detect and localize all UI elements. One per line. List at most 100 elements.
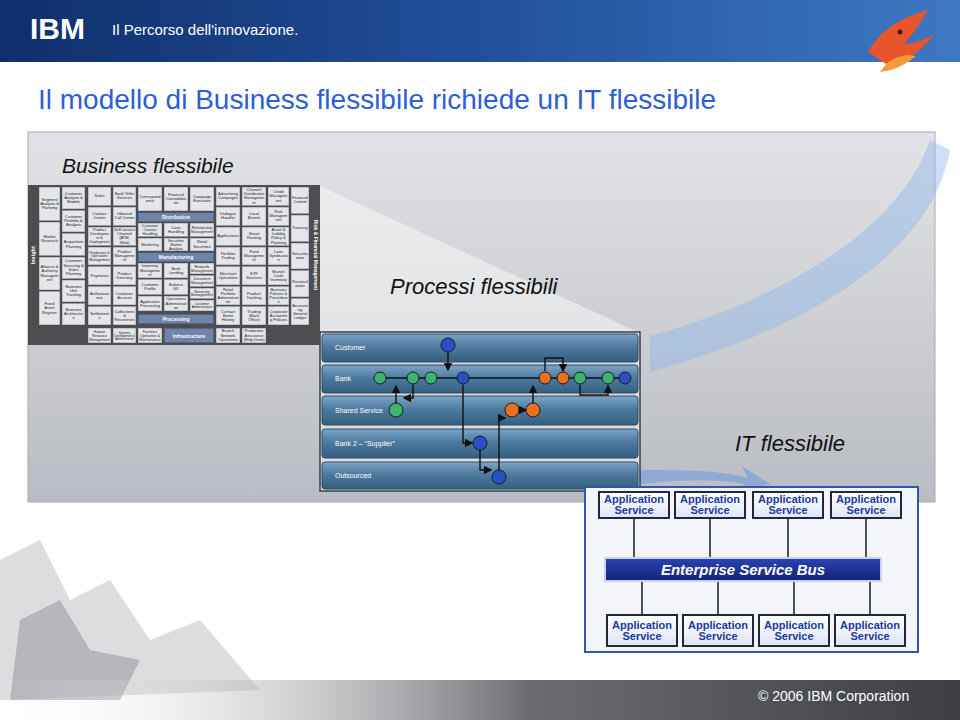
application-service: Application Service [606, 614, 678, 647]
business-component: Trading (Back Office) [242, 307, 266, 325]
node-text: Portfolio Trading [217, 252, 239, 260]
ibm-logo: IBM [30, 12, 85, 46]
swimlane-frame [320, 332, 640, 491]
node-text: Settlements [89, 312, 110, 320]
node-text: Rewards Management [191, 265, 213, 273]
node-text: Customer Account [114, 292, 135, 300]
business-component: Payments [88, 267, 111, 285]
node-text: Inventory Management [139, 264, 161, 277]
business-component: Portfolio Trading [216, 247, 240, 265]
node-text: Fixed Asset Register [40, 302, 59, 315]
business-component-map: InsightRisk & Financial ManagementSegmen… [28, 185, 320, 345]
header-bar [0, 0, 960, 62]
business-component: Production & Operations Management [88, 247, 111, 265]
application-service: Application Service [752, 491, 824, 519]
node-text: Corporate Accounting Policies [269, 309, 288, 322]
bus-connector [787, 519, 789, 557]
background-silhouette [0, 540, 260, 700]
bird-logo-part [868, 10, 934, 64]
section-label: Processi flessibili [390, 274, 558, 300]
process-arrows-part [447, 352, 448, 370]
business-component: Segment Analysis & Planning [39, 187, 60, 220]
content-panel [28, 132, 935, 502]
process-steps-part [473, 436, 487, 450]
business-component: Retail Portfolio Administration [216, 287, 240, 305]
node-text: Fund Management [243, 250, 265, 263]
process-steps-part [389, 403, 403, 417]
business-component: Servicing Management [190, 288, 214, 299]
node-text: Infrastructure [173, 333, 206, 339]
business-component: Product Management [113, 247, 136, 265]
node-text: Production & Operations Management [89, 250, 110, 261]
business-component-grid: InsightRisk & Financial ManagementSegmen… [28, 185, 320, 345]
business-component: Customer Contact Handling [138, 223, 162, 236]
node-text: Facilities Operation & Maintenance [139, 330, 161, 342]
node-text: Business Policies & Procedures [269, 287, 288, 304]
business-component: Retail Securities [190, 238, 214, 251]
business-component: Branch Network Operations [216, 328, 240, 343]
node-text: Correspondence [139, 195, 161, 203]
business-component: Customer Administration [190, 300, 214, 311]
it-frame [585, 487, 918, 652]
node-text: Product Directory [114, 272, 135, 280]
business-component: Self-service Channel (ATM, Web) [113, 227, 136, 245]
process-steps-part [505, 403, 519, 417]
node-text: Payments [91, 274, 109, 278]
node-text: Campaign Execution [191, 195, 213, 203]
background-silhouette-part [0, 540, 260, 700]
node-text: Contact Center [89, 212, 110, 220]
business-component: Business Unit Tracking [62, 280, 85, 302]
node-text: Application Processing [139, 299, 161, 307]
node-text: Customer Servicing & Sales Planning [63, 259, 84, 276]
process-arrows-part [404, 385, 413, 398]
swimlane-bands [322, 334, 638, 489]
node-text: Production Assurance (Help Desk) [243, 329, 265, 342]
business-component: Settlements [88, 307, 111, 325]
node-text: Advertising Campaigns [217, 192, 239, 200]
swimlane-bands-part [322, 396, 638, 425]
node-text: Customer Contact Handling [139, 224, 161, 236]
node-text: Bank 2 – “Supplier” [335, 440, 395, 448]
business-component: Product Tracking [242, 287, 266, 305]
node-text: Acquisition Planning [63, 240, 84, 248]
application-service: Application Service [674, 491, 746, 519]
node-text: ETF Services [243, 272, 265, 280]
business-component: Rewards Management [190, 263, 214, 274]
node-text: Application Service [839, 620, 901, 642]
process-steps-part [557, 372, 569, 384]
node-text: Authorizations [89, 292, 110, 300]
business-component: Product Directory [113, 267, 136, 285]
node-text: Human Resource Management [89, 330, 110, 341]
business-component: Accounting General Ledger [291, 299, 309, 325]
swimlane: Shared Service [322, 396, 638, 425]
node-text: Bank Lending [165, 266, 187, 274]
business-component: Fixed Asset Register [39, 292, 60, 325]
swimlane: Customer [322, 334, 638, 362]
business-component: Risk Management [268, 207, 289, 225]
node-text: Product Tracking [243, 292, 265, 300]
business-component: Relationship Management [190, 223, 214, 236]
business-component: Inventory Management [138, 263, 162, 278]
business-component: Inbound Call Center [113, 207, 136, 225]
flow-arrow [650, 140, 950, 372]
process-steps-part [457, 372, 469, 384]
bus-connector [709, 519, 711, 557]
bird-logo-part [898, 30, 903, 35]
business-component: Merchant Operations [216, 267, 240, 285]
business-component: Credit Management [268, 187, 289, 205]
slide-title: Il modello di Business flessibile richie… [38, 84, 716, 116]
process-arrows-part [480, 450, 491, 470]
node-text: Case Handling [165, 225, 187, 233]
node-text: Application Service [611, 620, 673, 642]
bus-connector [717, 582, 719, 614]
process-arrows-part [463, 385, 472, 443]
node-text: Distribution [162, 215, 190, 221]
business-component: Treasury [291, 215, 309, 241]
node-text: Alliance & Authority Management [40, 265, 59, 282]
bus-connector [865, 519, 867, 557]
business-component: Facilities Operation & Maintenance [138, 328, 162, 343]
business-component: Financial Consolidation [164, 187, 188, 211]
node-text: Customer [335, 344, 365, 352]
